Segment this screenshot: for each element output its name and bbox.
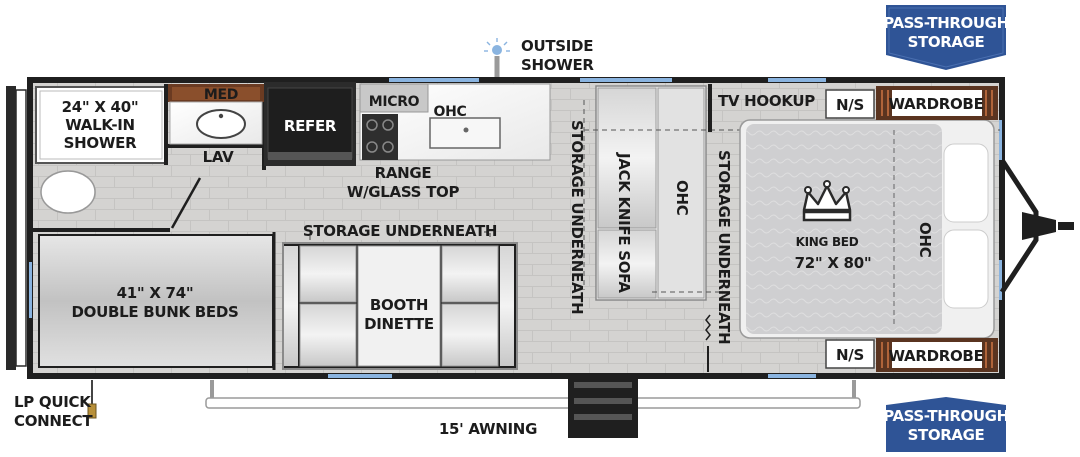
badge-bottom-line1: PASS-THROUGH — [883, 407, 1009, 425]
ns-top-label: N/S — [836, 96, 864, 114]
tv-hookup-label: TV HOOKUP — [718, 92, 815, 110]
booth-dinette — [282, 242, 518, 370]
refer-label: REFER — [284, 117, 337, 135]
bed-storage-label: STORAGE UNDERNEATH — [715, 150, 733, 344]
wardrobe-bottom — [876, 338, 998, 372]
jack-knife-sofa-label: JACK KNIFE SOFA — [615, 152, 633, 293]
crown-icon — [802, 180, 852, 222]
lav-label: LAV — [203, 148, 235, 166]
rear-bumper — [6, 86, 27, 370]
entry-steps — [568, 376, 638, 438]
badge-bottom-line2: STORAGE — [908, 426, 985, 444]
lp-quick-connect-icon — [87, 380, 97, 419]
refrigerator — [264, 82, 356, 166]
shower-label: SHOWER — [64, 134, 137, 152]
shower-size-label: 24" X 40" — [62, 98, 139, 116]
wardrobe-top-label: WARDROBE — [888, 95, 983, 113]
pass-through-storage-badge-bottom: PASS-THROUGH STORAGE — [883, 397, 1009, 452]
trailer-wall — [27, 77, 1005, 379]
sofa-storage-label: STORAGE UNDERNEATH — [568, 120, 586, 314]
badge-top-line1: PASS-THROUGH — [883, 14, 1009, 32]
wardrobe-bottom-label: WARDROBE — [888, 347, 983, 365]
dinette-storage-label: STORAGE UNDERNEATH — [303, 222, 497, 240]
pass-through-storage-badge-top: PASS-THROUGH STORAGE — [883, 5, 1009, 70]
awning-label: 15' AWNING — [439, 420, 537, 438]
ohc-kitchen-label: OHC — [434, 104, 467, 120]
ohc-sofa-label: OHC — [673, 180, 691, 216]
bunk-size-label: 41" X 74" — [117, 284, 194, 302]
badge-top-line2: STORAGE — [908, 33, 985, 51]
king-bed-label: KING BED — [796, 235, 859, 249]
sink-icon — [196, 109, 246, 139]
nightstand-top — [825, 89, 875, 119]
ns-bottom-label: N/S — [836, 346, 864, 364]
ohc-bed-label: OHC — [916, 222, 934, 258]
nightstand-bottom — [825, 339, 875, 369]
awning — [205, 380, 861, 409]
booth-label: BOOTH — [370, 296, 428, 314]
bedroom-curtain — [705, 314, 711, 341]
bunk-label: DOUBLE BUNK BEDS — [72, 303, 239, 321]
med-label: MED — [204, 87, 238, 103]
king-bed — [739, 119, 995, 339]
bathroom-door — [170, 177, 202, 229]
range-glass-label: W/GLASS TOP — [347, 183, 460, 201]
hitch-icon — [999, 158, 1074, 294]
outside-shower-label-2: SHOWER — [521, 56, 594, 74]
outside-shower-label-1: OUTSIDE — [521, 37, 593, 55]
double-bunk-beds — [38, 232, 276, 370]
jack-knife-sofa — [595, 85, 707, 301]
kitchen-sink-icon — [429, 117, 501, 149]
range-label: RANGE — [375, 164, 432, 182]
shower-walkin-label: WALK-IN — [65, 116, 135, 134]
wardrobe-top — [876, 86, 998, 120]
micro-label: MICRO — [369, 94, 420, 110]
bed-size-label: 72" X 80" — [795, 254, 872, 272]
toilet-icon — [40, 170, 96, 214]
range-icon — [362, 114, 398, 160]
lp-quick-label: LP QUICK — [14, 393, 92, 411]
windows — [29, 78, 1002, 378]
dinette-label: DINETTE — [364, 315, 434, 333]
outside-shower-icon — [484, 38, 510, 78]
microwave — [359, 83, 429, 113]
lp-connect-label: CONNECT — [14, 412, 93, 430]
